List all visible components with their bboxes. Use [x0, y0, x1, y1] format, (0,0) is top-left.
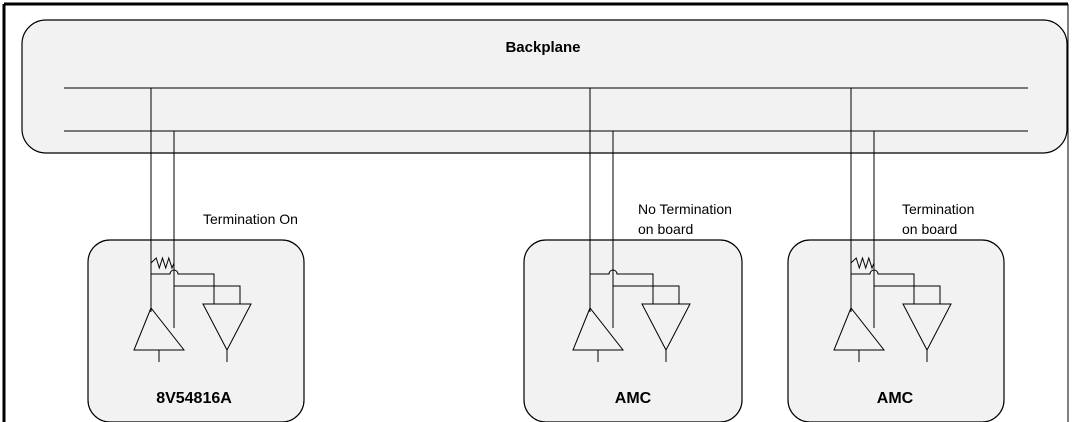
- card-8v54816a: 8V54816A: [87, 239, 305, 422]
- card-2-annotation-line-2: on board: [638, 221, 693, 237]
- card-3-termination-resistor: [850, 256, 875, 270]
- card-3-annotation-line-2: on board: [902, 221, 957, 237]
- card-name-label: AMC: [877, 390, 914, 407]
- card-2-receiver-buffer: [641, 303, 691, 352]
- backplane-box: [21, 19, 1068, 154]
- card-circuits: [133, 88, 952, 362]
- card-1-tap-left: [151, 269, 215, 304]
- backplane: Backplane: [21, 19, 1068, 154]
- card-3-tap-left: [851, 269, 915, 304]
- card-amc-no-termination: AMC: [523, 239, 743, 422]
- card-1-receiver-buffer: [202, 303, 252, 352]
- card-3-tap-right: [874, 285, 941, 304]
- card-1-annotation-line-1: Termination On: [203, 211, 298, 227]
- card-2-tap-right: [613, 285, 680, 304]
- card-3-receiver-buffer: [902, 303, 952, 352]
- card-1-termination-resistor: [150, 256, 175, 270]
- card-3-annotation-line-1: Termination: [902, 201, 974, 217]
- card-amc-termination: AMC: [787, 239, 1005, 422]
- backplane-label: Backplane: [505, 39, 580, 56]
- card-name-label: AMC: [615, 390, 652, 407]
- card-2-annotation-line-1: No Termination: [638, 201, 732, 217]
- card-1-tap-right: [174, 285, 241, 304]
- card-box: [787, 239, 1005, 422]
- card-2-tap-left: [590, 269, 654, 304]
- card-box: [87, 239, 305, 422]
- card-box: [523, 239, 743, 422]
- card-name-label: 8V54816A: [156, 390, 232, 407]
